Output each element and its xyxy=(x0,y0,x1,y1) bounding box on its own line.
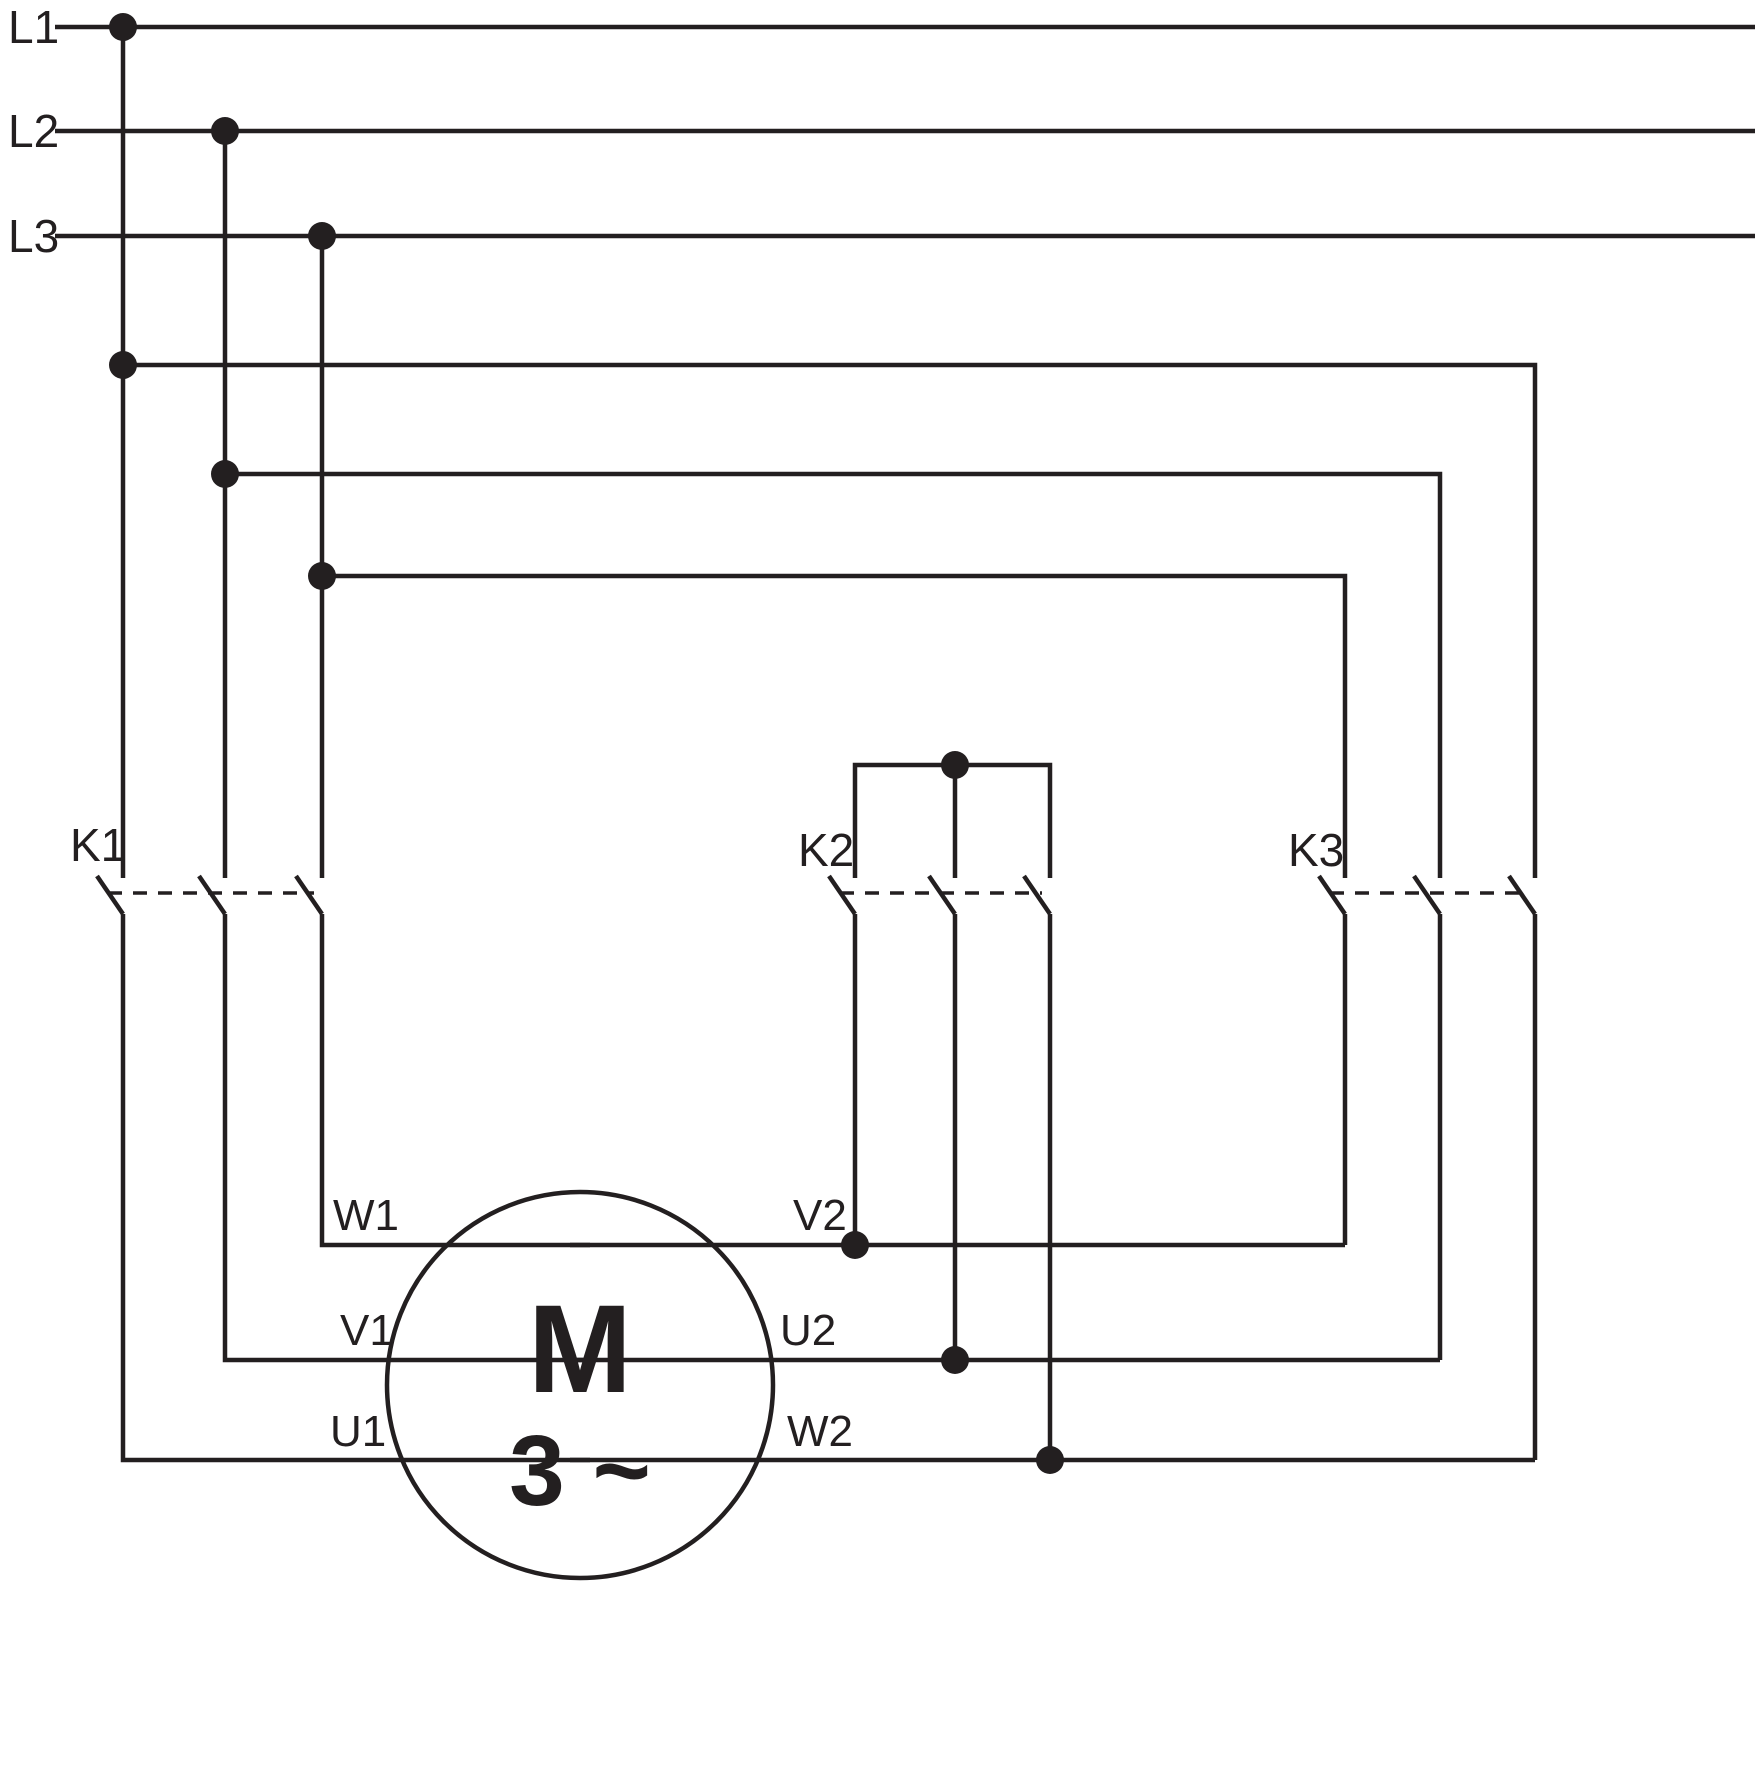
label-u2: U2 xyxy=(780,1306,836,1355)
motor-lead-wires xyxy=(120,914,1535,1463)
label-v1: V1 xyxy=(340,1306,394,1355)
junction-l2-branch xyxy=(211,460,239,488)
junction-l1-branch xyxy=(109,351,137,379)
label-k3: K3 xyxy=(1288,824,1344,876)
k2-contact-1-blade xyxy=(827,874,857,916)
junction-star-point xyxy=(941,751,969,779)
label-u1: U1 xyxy=(330,1407,386,1456)
k3-output-wires xyxy=(1342,914,1538,1460)
feeder-l3-to-k3 xyxy=(322,573,1348,878)
junction-l1-tap xyxy=(109,13,137,41)
feeder-l2-to-k3 xyxy=(225,471,1443,878)
label-v2: V2 xyxy=(793,1191,847,1240)
k2-contact-3-blade xyxy=(1022,874,1052,916)
k1-contact-3-blade xyxy=(294,874,324,916)
label-l2: L2 xyxy=(8,105,59,157)
k3-contact-1-blade xyxy=(1317,874,1347,916)
delta-feeders xyxy=(123,362,1538,878)
power-rails xyxy=(55,24,1755,239)
contactor-k3 xyxy=(1317,874,1537,916)
label-k2: K2 xyxy=(798,824,854,876)
labels: L1 L2 L3 K1 K2 K3 W1 V1 U1 V2 U2 W2 xyxy=(8,1,1344,1456)
star-bridge xyxy=(852,762,1053,878)
k3-contact-2-blade xyxy=(1412,874,1442,916)
k1-contact-1-blade xyxy=(95,874,125,916)
motor-circle xyxy=(384,1189,776,1581)
k2-output-wires xyxy=(852,914,1053,1460)
label-k1: K1 xyxy=(70,819,126,871)
junction-w2 xyxy=(1036,1446,1064,1474)
k1-to-w1-wire xyxy=(319,914,590,1248)
contactor-k2 xyxy=(827,874,1052,916)
junction-dots xyxy=(109,13,1064,1474)
k1-contact-2-blade xyxy=(197,874,227,916)
motor-symbol: M 3 ~ xyxy=(384,1189,776,1581)
feeder-l1-to-k3 xyxy=(123,362,1538,878)
k1-to-u1-wire xyxy=(120,914,590,1463)
star-bridge-bar xyxy=(852,762,1053,878)
junction-v2 xyxy=(841,1231,869,1259)
junction-u2 xyxy=(941,1346,969,1374)
motor-letter: M xyxy=(528,1280,632,1419)
label-l1: L1 xyxy=(8,1,59,53)
k1-to-v1-wire xyxy=(222,914,590,1363)
label-l3: L3 xyxy=(8,210,59,262)
motor-phase-label: 3 ~ xyxy=(509,1415,651,1527)
junction-l3-branch xyxy=(308,562,336,590)
k3-contact-3-blade xyxy=(1507,874,1537,916)
label-w1: W1 xyxy=(333,1191,399,1240)
junction-l3-tap xyxy=(308,222,336,250)
contactor-k1 xyxy=(95,874,324,916)
k2-contact-2-blade xyxy=(927,874,957,916)
junction-l2-tap xyxy=(211,117,239,145)
supply-drops xyxy=(120,27,325,878)
label-w2: W2 xyxy=(787,1407,853,1456)
